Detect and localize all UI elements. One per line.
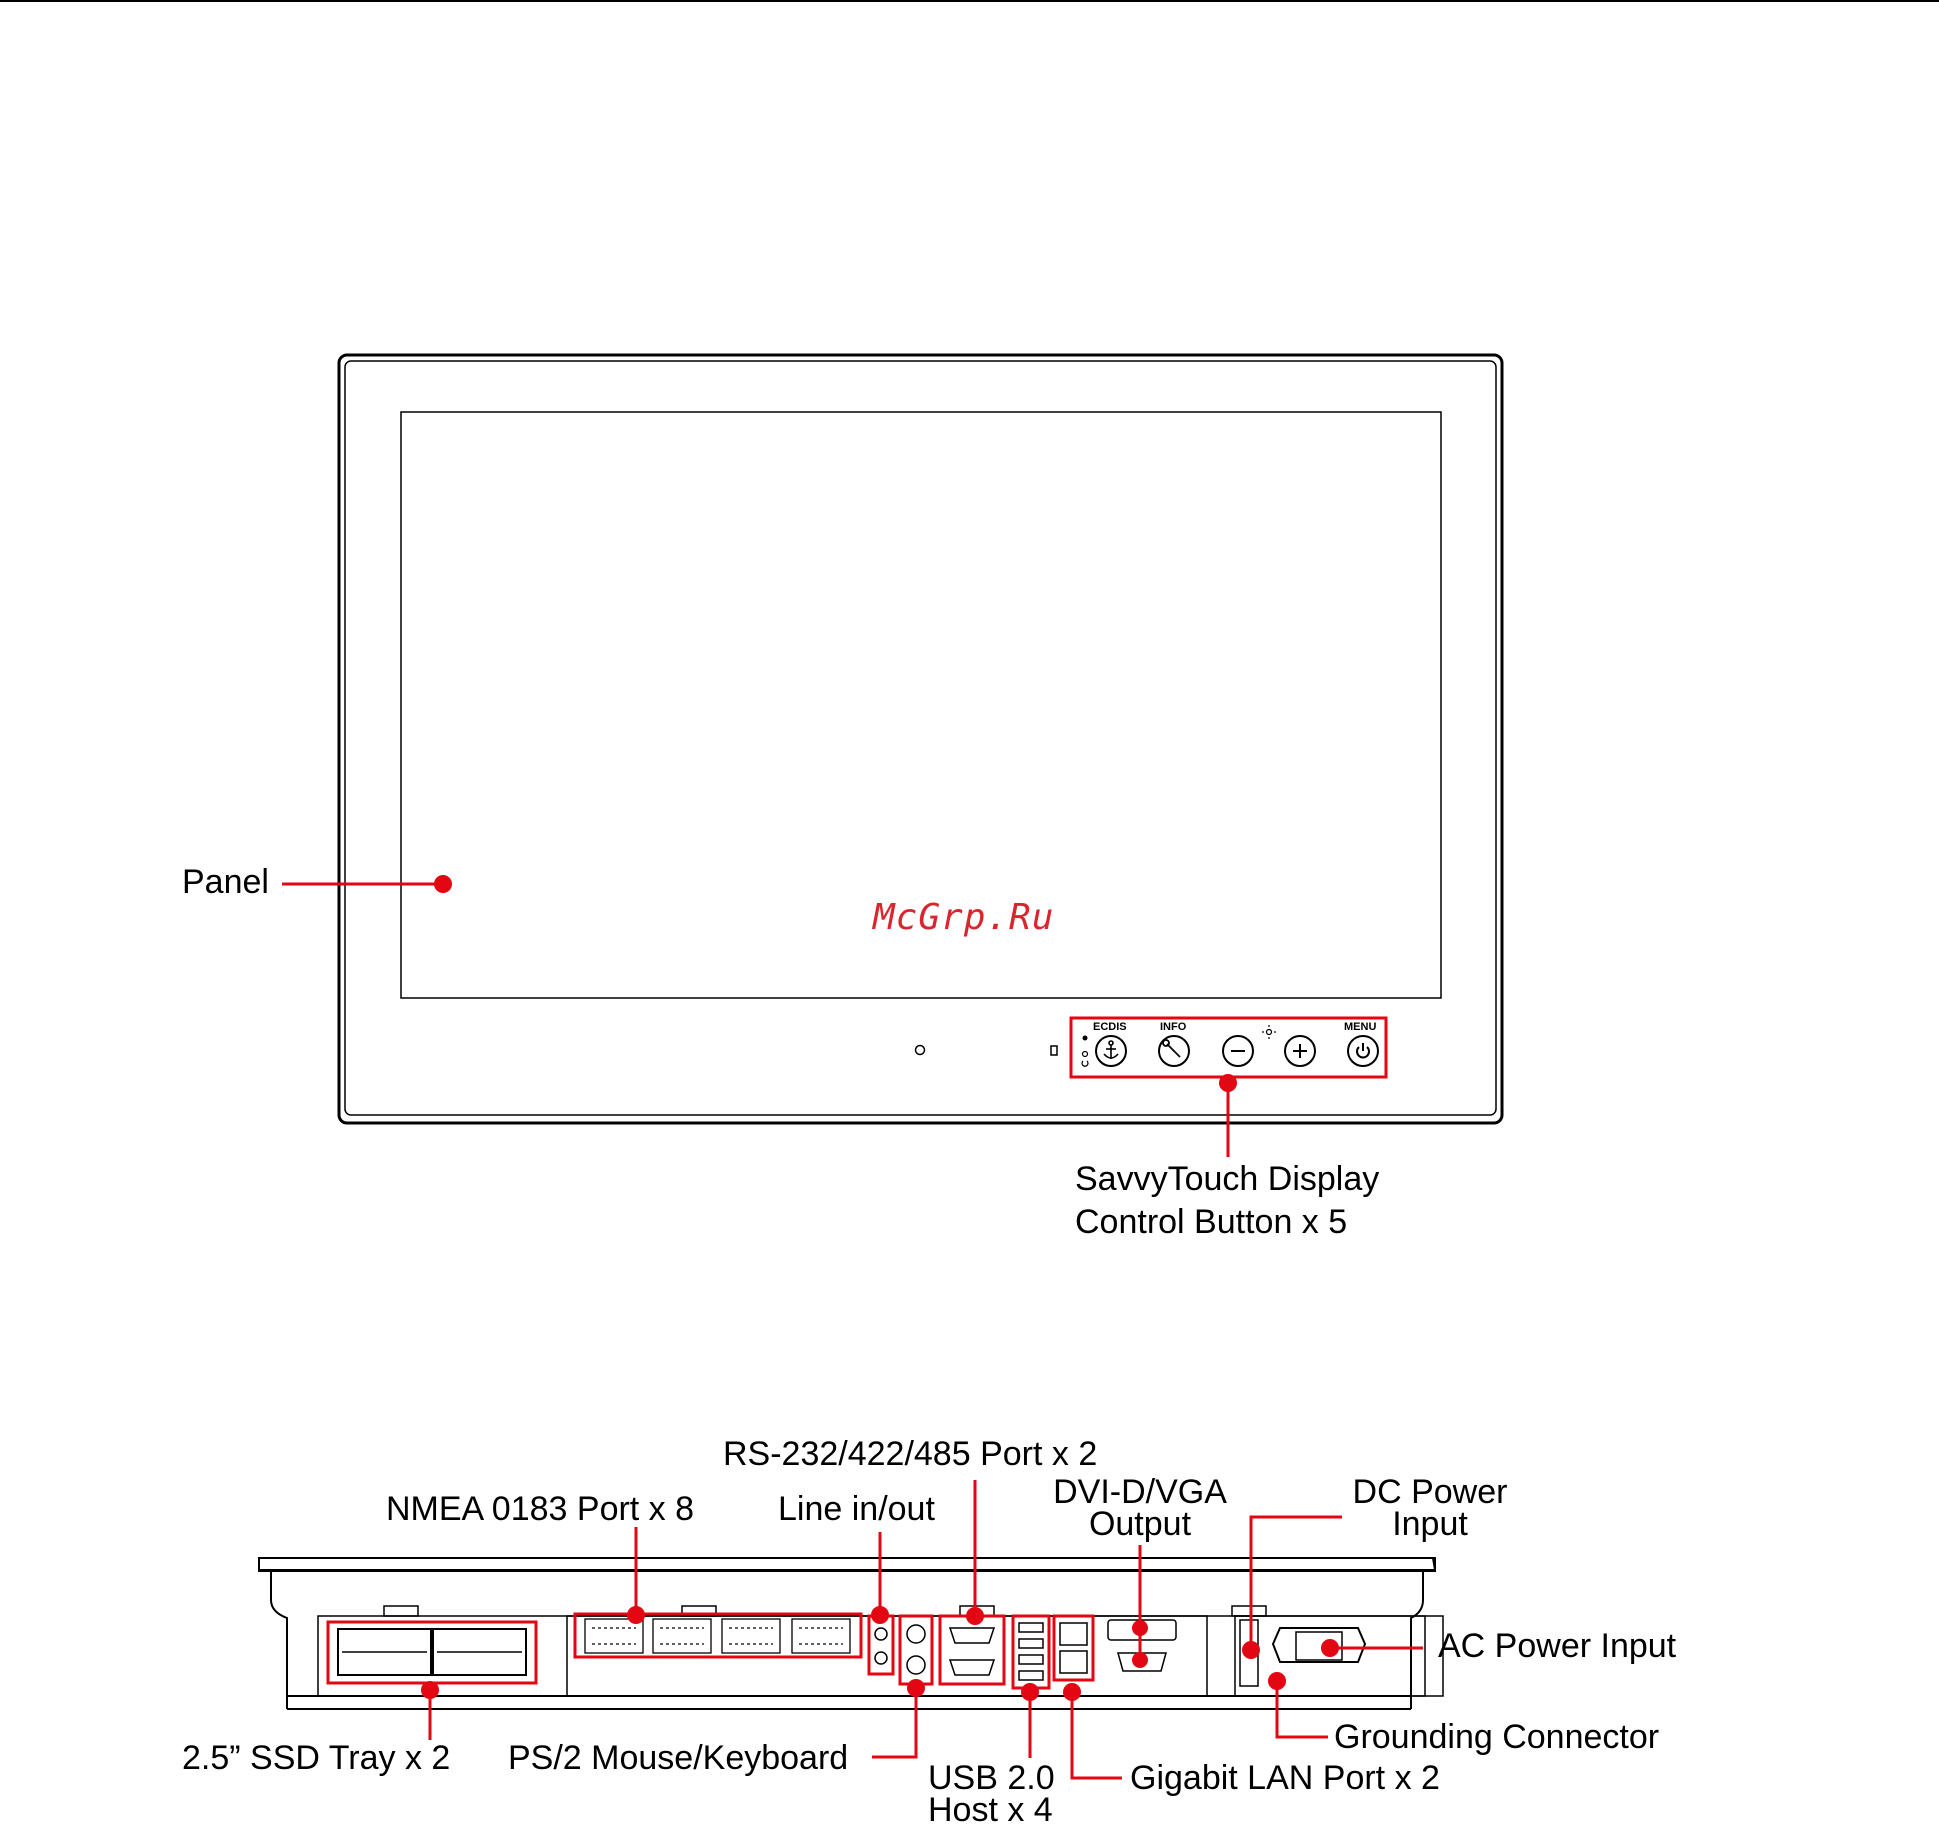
usb-label: USB 2.0 Host x 4: [928, 1762, 1055, 1826]
ps2-label: PS/2 Mouse/Keyboard: [508, 1740, 848, 1776]
dc-power-leader: [1251, 1517, 1342, 1650]
ecdis-button[interactable]: [1096, 1036, 1126, 1066]
nmea-highlight: [575, 1614, 861, 1657]
bezel-inner: [345, 361, 1496, 1115]
status-led-icon: [1051, 1046, 1057, 1055]
usb-port-icons: [1019, 1623, 1043, 1680]
brightness-icon: [1262, 1025, 1276, 1039]
audio-jack-icon: [875, 1652, 887, 1664]
menu-button[interactable]: [1348, 1036, 1378, 1066]
panel-dot: [434, 875, 452, 893]
buttons-dot: [1219, 1074, 1237, 1092]
db9-port-icon: [950, 1628, 994, 1643]
ssd-label: 2.5” SSD Tray x 2: [182, 1740, 450, 1776]
light-sensor-icon: [916, 1046, 925, 1055]
lan-label: Gigabit LAN Port x 2: [1130, 1760, 1440, 1796]
rs232-dot: [966, 1607, 984, 1625]
line-io-highlight: [869, 1616, 893, 1674]
lan-leader: [1072, 1692, 1122, 1778]
dc-power-label: DC Power Input: [1330, 1476, 1530, 1540]
rs232-label: RS-232/422/485 Port x 2: [723, 1436, 1097, 1472]
nmea-label: NMEA 0183 Port x 8: [386, 1491, 694, 1527]
ps2-dot: [907, 1679, 925, 1697]
db9-port-icon: [950, 1660, 994, 1675]
line-io-dot: [871, 1606, 889, 1624]
dvi-label: DVI-D/VGA Output: [1040, 1476, 1240, 1540]
minus-button[interactable]: [1223, 1036, 1253, 1066]
info-button[interactable]: [1159, 1036, 1189, 1066]
ecdis-button-label: ECDIS: [1093, 1021, 1127, 1033]
info-button-label: INFO: [1160, 1021, 1186, 1033]
rs232-highlight: [940, 1616, 1004, 1684]
menu-button-label: MENU: [1344, 1021, 1376, 1033]
usb-dot: [1021, 1683, 1039, 1701]
ssd-dot: [421, 1681, 439, 1699]
rj45-port-icon: [1060, 1623, 1087, 1645]
ps2-port-icon: [907, 1656, 925, 1674]
chassis-top-plate: [259, 1558, 1435, 1570]
rj45-port-icon: [1060, 1651, 1087, 1673]
dc-power-dot: [1242, 1641, 1260, 1659]
day-night-icon: [1082, 1036, 1088, 1067]
audio-jack-icon: [875, 1628, 887, 1640]
ac-power-dot: [1321, 1639, 1339, 1657]
grounding-label: Grounding Connector: [1334, 1719, 1659, 1755]
line-io-label: Line in/out: [778, 1491, 935, 1527]
lan-dot: [1063, 1683, 1081, 1701]
front-view: [282, 355, 1502, 1157]
plus-button[interactable]: [1285, 1036, 1315, 1066]
ps2-leader: [872, 1688, 916, 1757]
io-tab-1: [384, 1606, 418, 1616]
panel-label: Panel: [182, 864, 269, 900]
ps2-port-icon: [907, 1625, 925, 1643]
nmea-terminal-blocks: [585, 1619, 850, 1653]
watermark: McGrp.Ru: [873, 897, 1054, 938]
io-tab-4: [1232, 1606, 1266, 1616]
nmea-dot: [627, 1606, 645, 1624]
bezel-outer: [339, 355, 1502, 1123]
ac-power-label: AC Power Input: [1438, 1628, 1676, 1664]
control-buttons-label: SavvyTouch Display Control Button x 5: [1075, 1158, 1379, 1244]
ac-power-socket: [1273, 1628, 1365, 1662]
grounding-dot: [1268, 1672, 1286, 1690]
